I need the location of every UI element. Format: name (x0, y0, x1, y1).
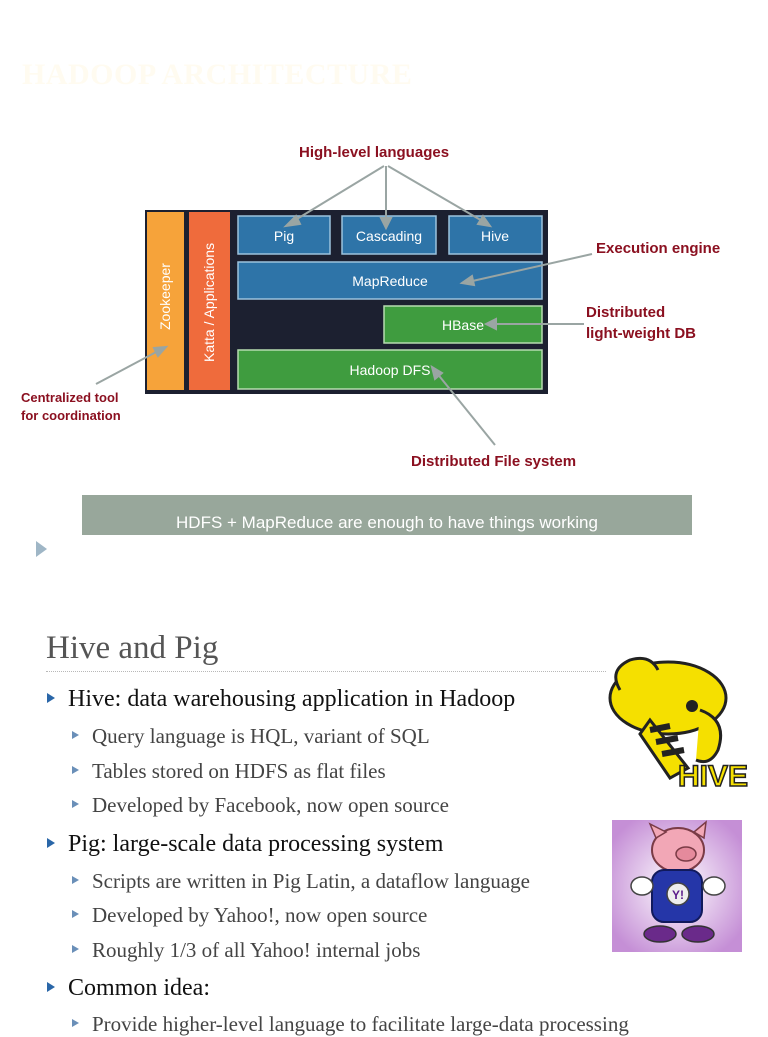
hbase-box-label: HBase (442, 317, 484, 333)
label-distributed-file-system: Distributed File system (411, 453, 577, 470)
hive-box (448, 215, 543, 255)
diagram-arrows (95, 165, 593, 446)
sub-bullet-triangle-icon (72, 765, 79, 774)
pig-box-label: Pig (274, 228, 294, 244)
sub-bullet: Scripts are written in Pig Latin, a data… (72, 869, 530, 894)
bullet-pig: Pig: large-scale data processing system (47, 831, 444, 858)
hive-logo-icon: HIVE (608, 656, 749, 792)
sub-bullet-text: Tables stored on HDFS as flat files (92, 759, 386, 783)
cascading-box-label: Cascading (356, 228, 422, 244)
label-distributed-db-line1: Distributed (586, 304, 666, 321)
bullet-triangle-icon (47, 837, 55, 848)
sub-bullet-triangle-icon (72, 730, 79, 739)
sub-bullet-triangle-icon (72, 799, 79, 808)
sub-bullet: Developed by Facebook, now open source (72, 793, 449, 818)
sub-bullet-triangle-icon (72, 944, 79, 953)
bullet-triangle-icon (47, 692, 55, 703)
title-divider (46, 671, 606, 672)
pig-badge-text: Y! (672, 888, 684, 902)
sub-bullet: Provide higher-level language to facilit… (72, 1012, 629, 1037)
zookeeper-box (147, 212, 184, 390)
sub-bullet-text: Developed by Yahoo!, now open source (92, 903, 428, 927)
sub-bullet-triangle-icon (72, 875, 79, 884)
katta-box (189, 212, 230, 390)
katta-label: Katta / Applications (201, 243, 217, 362)
sub-bullet-text: Query language is HQL, variant of SQL (92, 724, 430, 748)
bullet-hive: Hive: data warehousing application in Ha… (47, 686, 516, 713)
sub-bullet-text: Scripts are written in Pig Latin, a data… (92, 869, 530, 893)
sub-bullet-text: Roughly 1/3 of all Yahoo! internal jobs (92, 938, 421, 962)
sub-bullet-triangle-icon (72, 1018, 79, 1027)
bullet-common-idea: Common idea: (47, 975, 210, 1002)
bullet-text: Common idea: (68, 975, 210, 1001)
bullet-text: Hive: data warehousing application in Ha… (68, 686, 516, 712)
slide2-title: Hive and Pig (46, 630, 219, 666)
sub-bullet-triangle-icon (72, 909, 79, 918)
zookeeper-label: Zookeeper (157, 263, 173, 330)
mapreduce-box-label: MapReduce (352, 273, 428, 289)
hdfs-box-label: Hadoop DFS (350, 362, 431, 378)
hive-box-label: Hive (481, 228, 509, 244)
bullet-text: Pig: large-scale data processing system (68, 831, 444, 857)
summary-banner: HDFS + MapReduce are enough to have thin… (82, 495, 692, 535)
bullet-triangle-icon (47, 981, 55, 992)
sub-bullet: Query language is HQL, variant of SQL (72, 724, 430, 749)
pig-box (237, 215, 331, 255)
hdfs-box (237, 349, 543, 390)
sub-bullet-text: Developed by Facebook, now open source (92, 793, 449, 817)
mapreduce-box (237, 261, 543, 300)
label-execution-engine: Execution engine (596, 240, 721, 257)
sub-bullet: Tables stored on HDFS as flat files (72, 759, 386, 784)
hadoop-architecture-diagram: Zookeeper Katta / Applications Pig Casca… (95, 165, 593, 446)
pig-logo-icon: Y! (612, 820, 742, 952)
label-centralized-line2: for coordination (21, 408, 121, 423)
slide1-title: HADOOP ARCHITECTURE (22, 58, 413, 91)
label-distributed-db-line2: light-weight DB (586, 325, 696, 342)
slide-nav-arrow-icon[interactable] (36, 541, 47, 557)
label-high-level-languages: High-level languages (299, 144, 450, 161)
sub-bullet-text: Provide higher-level language to facilit… (92, 1012, 629, 1036)
hive-logo-text: HIVE (678, 760, 748, 792)
sub-bullet: Roughly 1/3 of all Yahoo! internal jobs (72, 938, 421, 963)
sub-bullet: Developed by Yahoo!, now open source (72, 903, 428, 928)
label-centralized-line1: Centralized tool (21, 390, 119, 405)
summary-banner-text: HDFS + MapReduce are enough to have thin… (176, 513, 598, 532)
